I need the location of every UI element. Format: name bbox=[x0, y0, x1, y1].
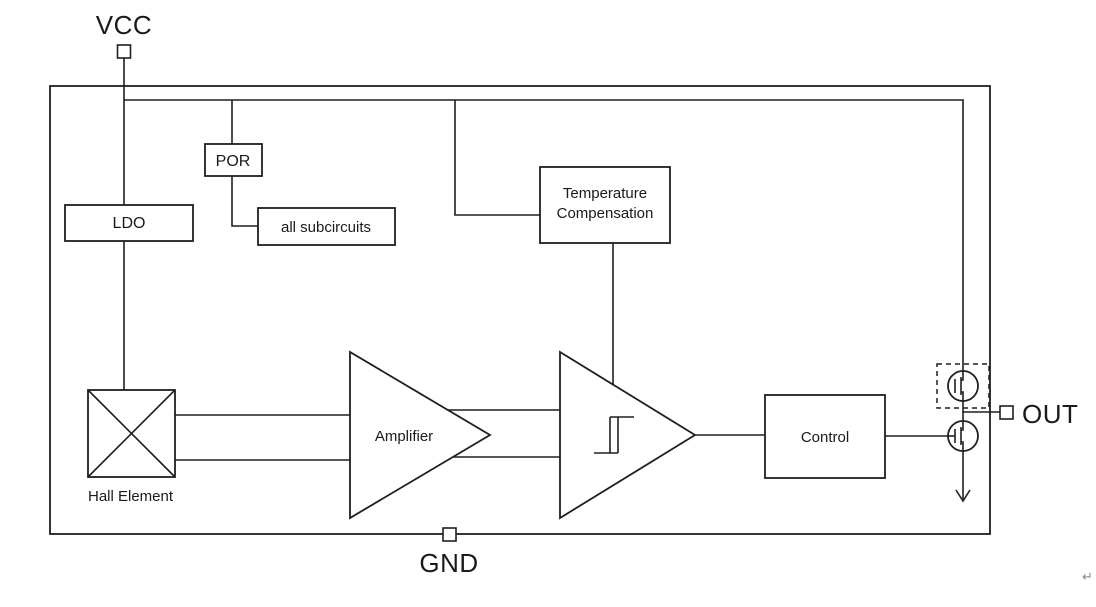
por-block bbox=[204, 143, 263, 177]
hall-element-symbol bbox=[87, 389, 176, 478]
out-pin-pad bbox=[999, 405, 1014, 420]
high-side-mosfet-icon bbox=[947, 370, 979, 402]
control-label: Control bbox=[801, 429, 849, 446]
top-supply-rail bbox=[124, 99, 964, 371]
temperature-compensation-block bbox=[539, 166, 671, 244]
out-pin-label: OUT bbox=[1022, 399, 1078, 429]
low-side-mosfet-icon bbox=[947, 420, 979, 452]
gnd-pin-pad bbox=[442, 527, 457, 542]
control-block bbox=[764, 394, 886, 479]
ground-arrow-icon bbox=[955, 489, 971, 503]
amplifier-label: Amplifier bbox=[375, 428, 433, 445]
vcc-pin-pad bbox=[116, 44, 132, 59]
ldo-label: LDO bbox=[113, 215, 146, 232]
ldo-block bbox=[64, 204, 194, 242]
vcc-pin-label: VCC bbox=[96, 10, 152, 40]
temperature-compensation-label-line1: Temperature bbox=[563, 185, 647, 202]
hall-element-cross-icon bbox=[87, 389, 176, 478]
schmitt-triangle bbox=[559, 350, 697, 520]
optional-pullup-dashed-box bbox=[936, 363, 990, 409]
return-char-artifact: ↵ bbox=[1082, 569, 1093, 584]
gnd-pin-label: GND bbox=[419, 548, 478, 578]
hysteresis-icon bbox=[594, 416, 634, 454]
por-label: POR bbox=[216, 153, 251, 170]
hall-element-label: Hall Element bbox=[88, 488, 174, 505]
temp-comp-supply-wire bbox=[454, 100, 540, 216]
amplifier-symbol bbox=[349, 350, 492, 520]
schmitt-trigger-symbol bbox=[559, 350, 697, 520]
wires bbox=[123, 58, 1000, 503]
temperature-compensation-label-line2: Compensation bbox=[557, 205, 654, 222]
por-to-subcircuits-wire bbox=[231, 176, 258, 227]
all-subcircuits-block bbox=[257, 207, 396, 246]
all-subcircuits-label: all subcircuits bbox=[281, 219, 371, 236]
